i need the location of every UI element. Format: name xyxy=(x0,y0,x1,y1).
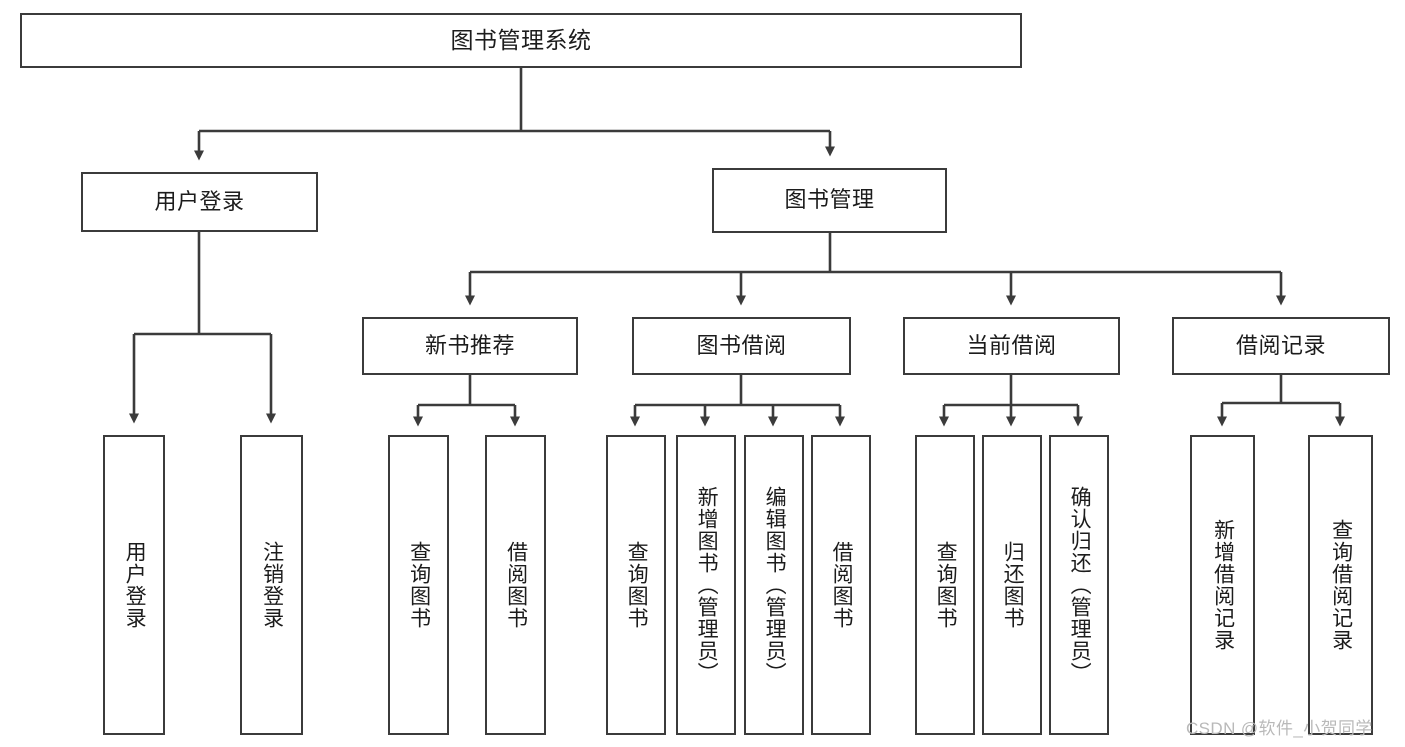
node-label: 新增借阅记录 xyxy=(1211,519,1235,651)
node-label: 查询图书 xyxy=(407,541,431,629)
node-root-book-management-system[interactable]: 图书管理系统 xyxy=(20,13,1022,68)
node-label: 用户登录 xyxy=(123,541,147,629)
node-book-borrowing[interactable]: 图书借阅 xyxy=(632,317,851,375)
leaf-borrow-book[interactable]: 借阅图书 xyxy=(811,435,871,735)
node-label: 图书管理 xyxy=(784,187,875,213)
leaf-query-book-borrow[interactable]: 查询图书 xyxy=(606,435,666,735)
node-current-borrowing[interactable]: 当前借阅 xyxy=(903,317,1120,375)
node-label: 归还图书 xyxy=(1001,541,1025,629)
leaf-logout[interactable]: 注销登录 xyxy=(240,435,303,735)
leaf-borrow-book-recommend[interactable]: 借阅图书 xyxy=(485,435,546,735)
node-borrowing-record[interactable]: 借阅记录 xyxy=(1172,317,1390,375)
node-label: 图书管理系统 xyxy=(450,26,592,53)
node-user-login[interactable]: 用户登录 xyxy=(81,172,318,232)
node-label: 借阅记录 xyxy=(1235,332,1326,358)
node-label: 确认归还（管理员） xyxy=(1068,486,1092,684)
leaf-add-book-admin[interactable]: 新增图书（管理员） xyxy=(676,435,736,735)
leaf-query-borrow-record[interactable]: 查询借阅记录 xyxy=(1308,435,1373,735)
leaf-query-book-recommend[interactable]: 查询图书 xyxy=(388,435,449,735)
leaf-edit-book-admin[interactable]: 编辑图书（管理员） xyxy=(744,435,804,735)
leaf-query-book-current[interactable]: 查询图书 xyxy=(915,435,975,735)
csdn-watermark: CSDN @软件_小贺同学 xyxy=(1186,719,1373,738)
node-book-management[interactable]: 图书管理 xyxy=(712,168,947,233)
node-label: 图书借阅 xyxy=(696,332,787,358)
leaf-add-borrow-record[interactable]: 新增借阅记录 xyxy=(1190,435,1255,735)
node-label: 查询图书 xyxy=(625,541,649,629)
node-label: 编辑图书（管理员） xyxy=(763,486,787,684)
leaf-confirm-return-admin[interactable]: 确认归还（管理员） xyxy=(1049,435,1109,735)
leaf-user-login[interactable]: 用户登录 xyxy=(103,435,165,735)
node-label: 注销登录 xyxy=(260,541,284,629)
node-label: 借阅图书 xyxy=(504,541,528,629)
node-label: 用户登录 xyxy=(154,188,245,214)
node-label: 新增图书（管理员） xyxy=(695,486,719,684)
leaf-return-book[interactable]: 归还图书 xyxy=(982,435,1042,735)
node-new-book-recommendation[interactable]: 新书推荐 xyxy=(362,317,578,375)
node-label: 查询图书 xyxy=(934,541,958,629)
node-label: 新书推荐 xyxy=(424,332,515,358)
node-label: 查询借阅记录 xyxy=(1329,519,1353,651)
node-label: 当前借阅 xyxy=(966,332,1057,358)
node-label: 借阅图书 xyxy=(830,541,854,629)
